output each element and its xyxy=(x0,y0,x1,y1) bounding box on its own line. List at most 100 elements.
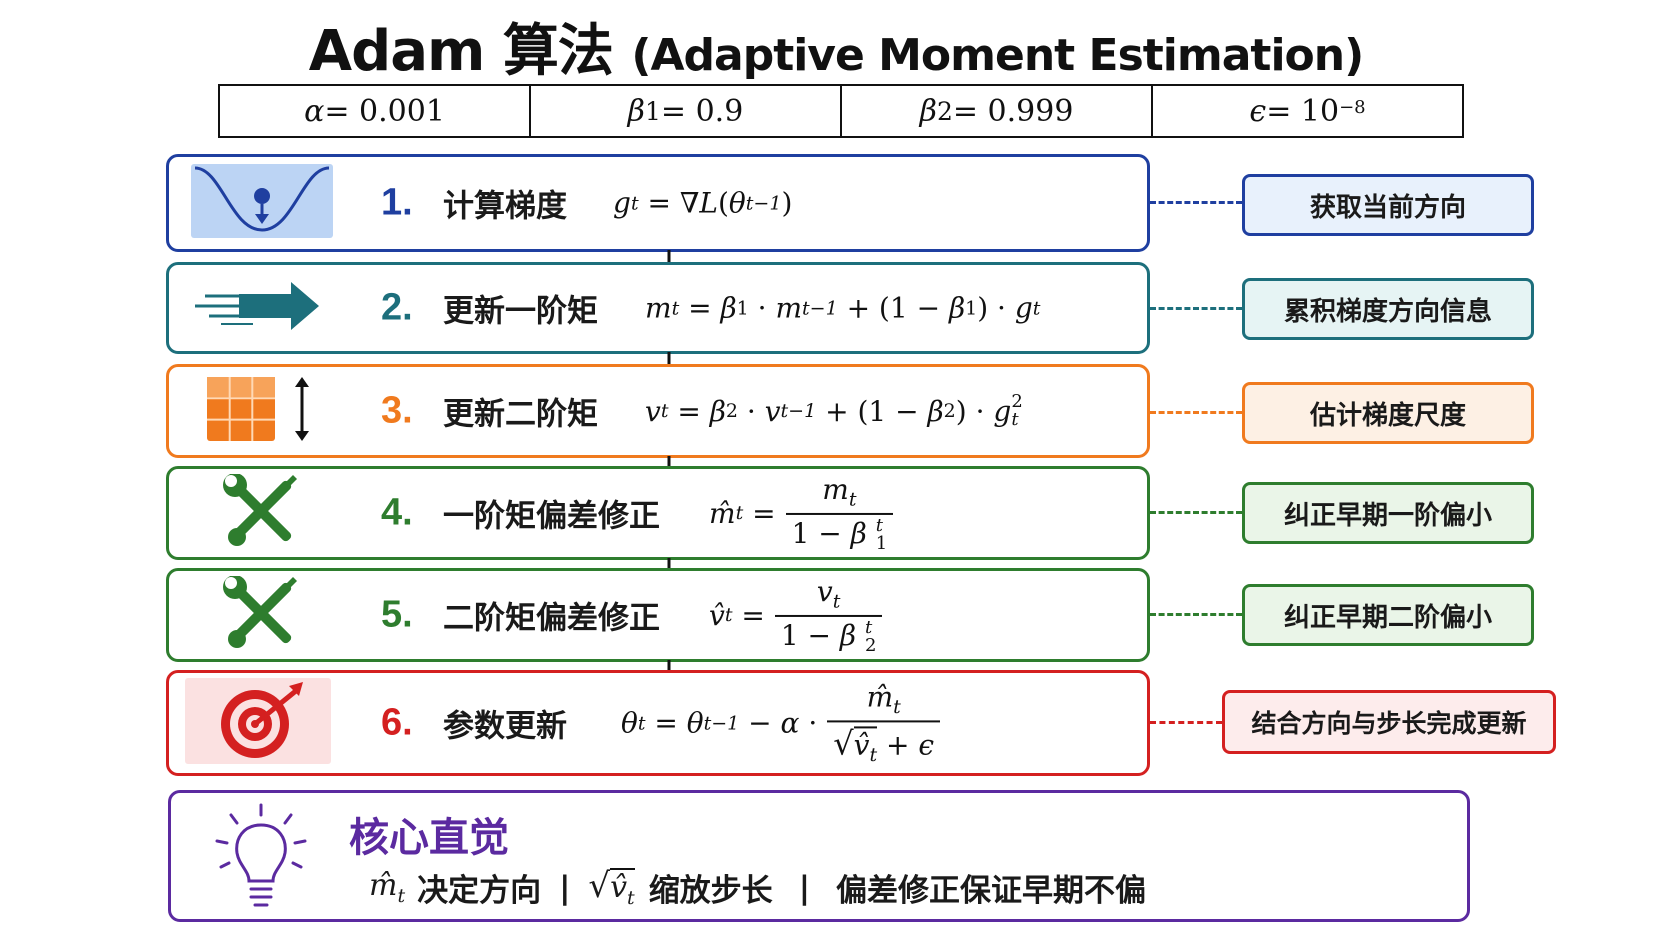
f4-b: β xyxy=(850,516,867,550)
param-beta2-value: = 0.999 xyxy=(952,93,1074,129)
intuition-m-sym: m̂ xyxy=(369,868,398,903)
step-2-number: 2. xyxy=(381,286,413,329)
momentum-arrow-icon xyxy=(191,276,333,340)
core-intuition-line: m̂t 决定方向 | √v̂t 缩放步长 | 偏差修正保证早期不偏 xyxy=(369,865,1146,910)
step-1-note: 获取当前方向 xyxy=(1242,174,1534,236)
step-5-connector xyxy=(1150,613,1242,616)
f3-dot: · xyxy=(738,394,765,428)
step-4-connector xyxy=(1150,511,1242,514)
f3-t: t xyxy=(660,400,669,422)
param-alpha-symbol: α xyxy=(304,93,325,129)
f6-alpha: α xyxy=(780,706,800,740)
f4-num-m: m xyxy=(822,472,849,506)
f6-sqrt: √ xyxy=(833,724,854,762)
step-1-label: 计算梯度 xyxy=(443,188,567,225)
step-4-box: 4. 一阶矩偏差修正 m̂t = mt 1 − β t 1 xyxy=(166,466,1150,560)
lightbulb-icon xyxy=(213,803,309,917)
core-intuition-title: 核心直觉 xyxy=(349,815,509,861)
f3-b2: β xyxy=(927,394,944,428)
f4-b1: 1 xyxy=(875,533,888,555)
f2-t: t xyxy=(671,297,680,319)
f1-eq: = ∇ xyxy=(638,186,700,220)
f2-t2: t xyxy=(1032,297,1041,319)
step-6-number: 6. xyxy=(381,701,413,744)
grid-scale-icon xyxy=(191,375,333,447)
f2-one2: 1 xyxy=(965,297,978,319)
param-epsilon-exp: −8 xyxy=(1339,96,1366,118)
step-5-note: 纠正早期二阶偏小 xyxy=(1242,584,1534,646)
step-5-number: 5. xyxy=(381,593,413,636)
intuition-m-sub: t xyxy=(397,885,406,907)
f3-v: v xyxy=(645,394,661,428)
f3-b: β xyxy=(709,394,726,428)
tools-icon xyxy=(209,575,313,654)
param-beta1-symbol: β xyxy=(627,93,646,129)
valley-descent-icon xyxy=(191,164,333,242)
f3-eq: = xyxy=(668,394,710,428)
f1-L: L xyxy=(699,186,718,220)
f3-plus: + (1 − xyxy=(816,394,928,428)
intuition-part2: 缩放步长 xyxy=(648,873,773,909)
intuition-part1: 决定方向 xyxy=(417,873,542,909)
title-main: Adam 算法 xyxy=(308,19,614,84)
param-epsilon-symbol: ϵ xyxy=(1249,93,1267,129)
f5-eq: = xyxy=(732,598,765,632)
f5-denominator: 1 − β t 2 xyxy=(774,614,883,656)
step-1-connector xyxy=(1150,201,1242,204)
f1-g: g xyxy=(613,186,631,220)
param-alpha-value: = 0.001 xyxy=(324,93,445,129)
param-beta2-sub: 2 xyxy=(936,96,953,126)
f6-vt: t xyxy=(869,743,878,766)
param-epsilon: ϵ = 10−8 xyxy=(1153,86,1462,136)
f5-num-v: v xyxy=(816,574,833,608)
f4-eq: = xyxy=(743,496,776,530)
f4-t: t xyxy=(735,502,744,524)
f6-theta2: θ xyxy=(686,706,704,740)
f3-rp: ) · xyxy=(955,394,994,428)
f3-v2: v xyxy=(764,394,781,428)
step-6-label: 参数更新 xyxy=(443,708,567,745)
step-6-note: 结合方向与步长完成更新 xyxy=(1222,690,1556,754)
f6-radicand: v̂t xyxy=(853,726,878,766)
f1-lp: ( xyxy=(717,186,729,220)
page-title: Adam 算法 (Adaptive Moment Estimation) xyxy=(0,6,1672,87)
f5-num-t: t xyxy=(832,590,841,613)
f2-b: β xyxy=(720,291,737,325)
step-3-note: 估计梯度尺度 xyxy=(1242,382,1534,444)
param-beta1-value: = 0.9 xyxy=(660,93,744,129)
step-4-label: 一阶矩偏差修正 xyxy=(443,498,660,535)
tools-icon xyxy=(209,473,313,552)
f5-fraction: vt 1 − β t 2 xyxy=(774,575,883,656)
f3-t2: t xyxy=(1011,409,1019,430)
step-2-label: 更新一阶矩 xyxy=(443,293,598,330)
step-4-note: 纠正早期一阶偏小 xyxy=(1242,482,1534,544)
f4-numerator: mt xyxy=(816,473,862,513)
f2-g: g xyxy=(1014,291,1033,325)
core-intuition-panel: 核心直觉 m̂t 决定方向 | √v̂t 缩放步长 | 偏差修正保证早期不偏 xyxy=(168,790,1470,922)
f4-fraction: mt 1 − β t 1 xyxy=(785,473,894,555)
f2-m2: m xyxy=(775,291,803,325)
intuition-sep-2: | xyxy=(798,869,811,906)
intuition-sqrt-v-symbol: √v̂t xyxy=(588,866,635,909)
f4-num-t: t xyxy=(848,488,857,511)
f2-one: 1 xyxy=(736,297,749,319)
step-6-connector xyxy=(1150,721,1222,724)
f1-tm1: t−1 xyxy=(745,192,782,214)
f3-two2: 2 xyxy=(943,400,956,422)
param-alpha: α = 0.001 xyxy=(220,86,531,136)
f6-denominator: √v̂t + ϵ xyxy=(827,720,941,766)
step-4-formula: m̂t = mt 1 − β t 1 xyxy=(709,473,894,555)
step-2-connector xyxy=(1150,307,1242,310)
f5-numerator: vt xyxy=(811,575,846,615)
f5-den: 1 − xyxy=(780,618,840,652)
step-3-number: 3. xyxy=(381,389,413,432)
step-4-number: 4. xyxy=(381,491,413,534)
